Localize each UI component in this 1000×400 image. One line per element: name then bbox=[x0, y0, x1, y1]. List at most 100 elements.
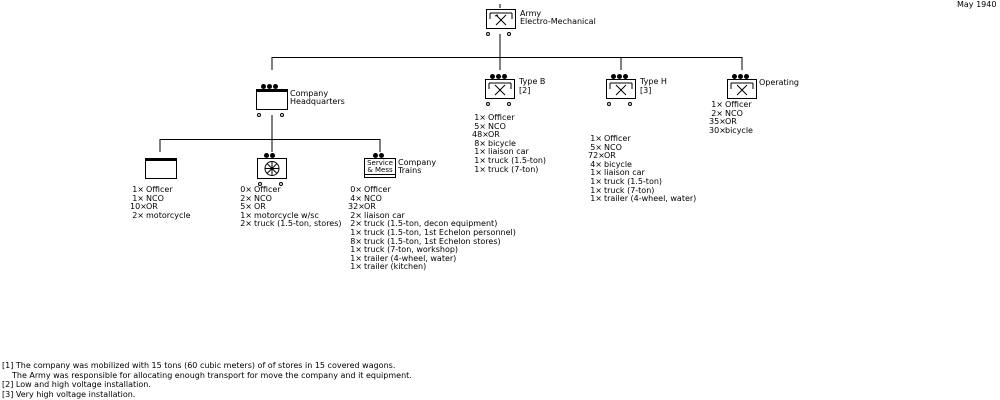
equipment-quantity: 1× bbox=[474, 164, 486, 174]
equipment-row: 1×motorcycle w/sc bbox=[238, 210, 342, 221]
typeb-unit-name: Type B [2] bbox=[519, 77, 546, 95]
equipment-item: truck (1.5-ton) bbox=[604, 176, 663, 186]
equipment-item: OR bbox=[604, 151, 616, 161]
equipment-quantity: 1× bbox=[590, 176, 602, 186]
equipment-row: 48×OR bbox=[472, 131, 546, 140]
typeh-size-dots-icon bbox=[611, 73, 629, 79]
equipment-quantity: 30× bbox=[709, 125, 726, 135]
equipment-quantity: 2× bbox=[240, 219, 252, 229]
hq-unit-symbol bbox=[256, 89, 288, 110]
equipment-item: Officer bbox=[604, 134, 631, 143]
equipment-item: truck (1.5-ton, 1st Echelon stores) bbox=[364, 236, 501, 246]
equipment-quantity: 1× bbox=[350, 245, 362, 255]
equipment-item: Officer bbox=[254, 185, 281, 194]
equipment-quantity: 1× bbox=[240, 210, 252, 220]
equipment-row: 5×NCO bbox=[472, 121, 546, 132]
equipment-row: 5×NCO bbox=[588, 142, 696, 153]
equipment-item: Officer bbox=[725, 100, 752, 109]
equipment-item: Officer bbox=[488, 113, 515, 122]
typeb-size-dots-icon bbox=[490, 73, 508, 79]
trains-unit-name: Company Trains bbox=[398, 158, 437, 175]
equipment-quantity: 1× bbox=[350, 262, 362, 272]
equipment-item: NCO bbox=[604, 142, 622, 152]
equipment-row: 1×trailer (4-wheel, water) bbox=[348, 254, 516, 264]
date-label: May 1940 bbox=[957, 0, 997, 9]
equipment-row: 0×Officer bbox=[238, 185, 342, 195]
army-wheels-icon bbox=[486, 30, 512, 36]
equipment-quantity: 5× bbox=[590, 142, 602, 152]
equipment-item: truck (7-ton, workshop) bbox=[364, 245, 459, 255]
operating-unit-name: Operating bbox=[759, 78, 799, 87]
equipment-row: 8×bicycle bbox=[472, 139, 546, 149]
equipment-row: 4×bicycle bbox=[588, 159, 696, 170]
equipment-quantity: 0× bbox=[240, 185, 252, 194]
equipment-quantity: 2× bbox=[240, 193, 252, 203]
equipment-quantity: 5× bbox=[240, 202, 252, 212]
army-unit-symbol bbox=[486, 9, 516, 29]
footnote-1: [1] The company was mobilized with 15 to… bbox=[2, 361, 396, 370]
equipment-row: 1×Officer bbox=[588, 134, 696, 144]
equipment-item: liaison car bbox=[488, 147, 529, 157]
equipment-row: 1×Officer bbox=[472, 113, 546, 123]
shovel-pick-icon bbox=[488, 82, 512, 96]
equipment-quantity: 1× bbox=[132, 185, 144, 194]
equipment-item: motorcycle w/sc bbox=[254, 210, 319, 220]
equipment-quantity: 72× bbox=[588, 151, 605, 161]
equipment-item: bicycle bbox=[725, 125, 753, 135]
equipment-quantity: 2× bbox=[132, 210, 144, 220]
equipment-row: 1×Officer bbox=[709, 100, 753, 110]
equipment-row: 0×Officer bbox=[348, 185, 516, 195]
footnote-2: [2] Low and high voltage installation. bbox=[2, 380, 151, 389]
trains-unit-symbol: Service & Mess bbox=[364, 158, 396, 178]
equipment-row: 2×NCO bbox=[238, 193, 342, 204]
equipment-row: 5×OR bbox=[238, 203, 342, 212]
equipment-quantity: 1× bbox=[132, 193, 144, 203]
equipment-quantity: 4× bbox=[350, 193, 362, 203]
typeb-unit-symbol bbox=[485, 79, 515, 99]
equipment-row: 1×truck (1.5-ton) bbox=[472, 155, 547, 166]
signal-size-dots-icon bbox=[264, 152, 276, 158]
army-unit-name: Army Electro-Mechanical bbox=[520, 9, 596, 26]
equipment-quantity: 2× bbox=[711, 108, 723, 118]
equipment-row: 2×truck (1.5-ton, stores) bbox=[238, 219, 342, 229]
equipment-quantity: 4× bbox=[590, 159, 602, 169]
equipment-quantity: 1× bbox=[711, 100, 723, 109]
typeh-unit-symbol bbox=[606, 79, 636, 99]
equipment-item: truck (1.5-ton) bbox=[488, 155, 547, 165]
equipment-quantity: 1× bbox=[590, 185, 602, 195]
equipment-row: 2×truck (1.5-ton, decon equipment) bbox=[348, 220, 516, 229]
equipment-row: 1×liaison car bbox=[472, 148, 546, 157]
equipment-row: 32×OR bbox=[348, 203, 516, 212]
equipment-item: truck (1.5-ton, stores) bbox=[254, 219, 342, 229]
operating-size-dots-icon bbox=[732, 73, 750, 79]
equipment-item: OR bbox=[254, 202, 266, 212]
equipment-item: trailer (kitchen) bbox=[364, 262, 427, 272]
equipment-quantity: 1× bbox=[350, 227, 362, 237]
footnote-1-continued: The Army was responsible for allocating … bbox=[12, 370, 412, 380]
typeb-footnote-ref: [2] bbox=[519, 86, 531, 95]
equipment-quantity: 1× bbox=[590, 168, 602, 178]
equipment-item: OR bbox=[146, 202, 158, 212]
typeh-wheels-icon bbox=[607, 100, 633, 106]
equipment-row: 8×truck (1.5-ton, 1st Echelon stores) bbox=[348, 236, 516, 247]
equipment-quantity: 2× bbox=[350, 219, 362, 229]
equipment-row: 2×motorcycle bbox=[130, 210, 190, 221]
equipment-quantity: 5× bbox=[474, 121, 486, 131]
service-mess-label: Service & Mess bbox=[365, 160, 395, 175]
equipment-quantity: 0× bbox=[350, 185, 362, 194]
equipment-item: NCO bbox=[488, 121, 506, 131]
equipment-item: trailer (4-wheel, water) bbox=[604, 194, 697, 204]
typeh-footnote-ref: [3] bbox=[640, 86, 652, 95]
typeh-unit-name: Type H [3] bbox=[640, 77, 667, 95]
equipment-item: truck (7-ton) bbox=[488, 164, 539, 174]
equipment-item: NCO bbox=[725, 108, 743, 118]
equipment-quantity: 35× bbox=[709, 117, 726, 127]
equipment-item: OR bbox=[364, 202, 376, 212]
equipment-row: 1×truck (7-ton, workshop) bbox=[348, 246, 516, 255]
typeb-wheels-icon bbox=[486, 100, 512, 106]
